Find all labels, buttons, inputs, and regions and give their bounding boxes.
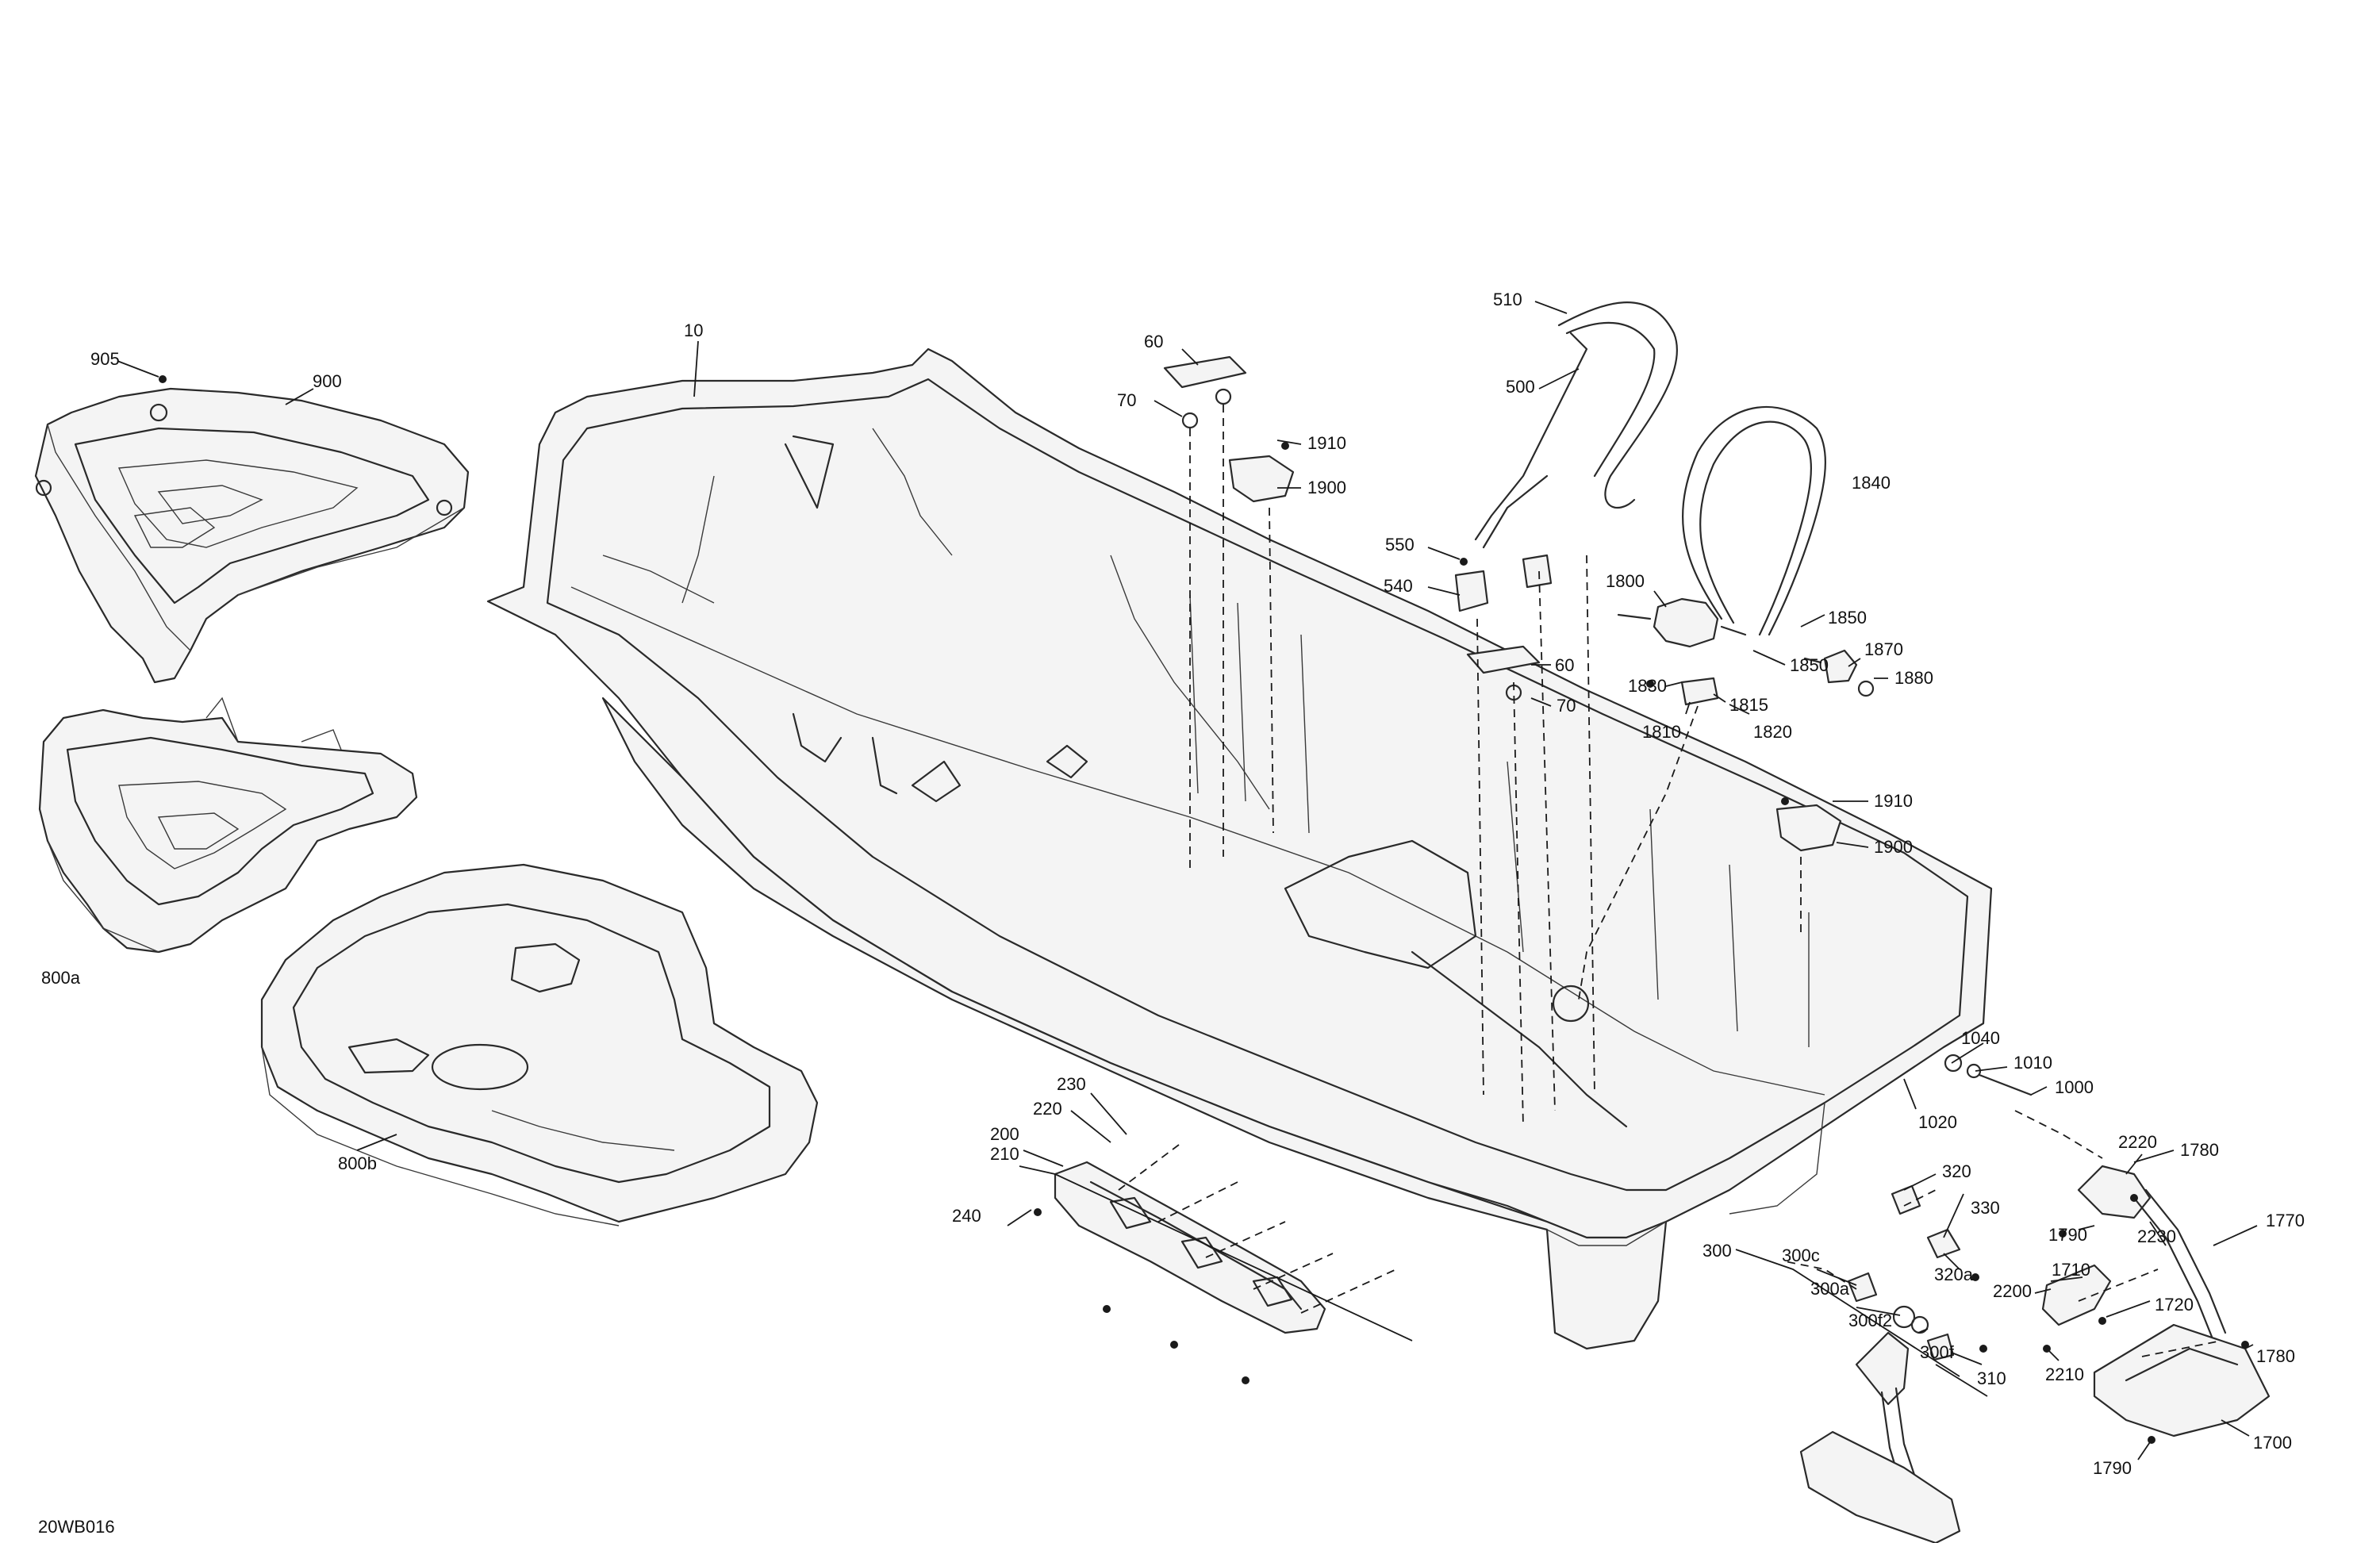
part-1700-foot-plate-right — [2093, 1323, 2271, 1437]
callout-2210: 2210 — [2045, 1365, 2084, 1384]
callout-310: 310 — [1977, 1368, 2006, 1388]
callout-1850-b: 1850 — [1790, 655, 1829, 675]
part-60-plate-top — [1163, 355, 1247, 429]
callout-230: 230 — [1057, 1074, 1086, 1094]
callout-500: 500 — [1506, 377, 1535, 397]
callout-1900-top: 1900 — [1307, 478, 1346, 497]
callout-300f2: 300f2 — [1848, 1311, 1892, 1330]
part-200-step-plate — [1054, 1161, 1326, 1334]
callout-240: 240 — [952, 1206, 981, 1226]
part-300-fittings — [1847, 1184, 1961, 1361]
callout-1790-low: 1790 — [2093, 1458, 2132, 1478]
callout-1040: 1040 — [1961, 1028, 2000, 1048]
diagram-code: 20WB016 — [38, 1517, 115, 1537]
callout-70-top: 70 — [1117, 390, 1136, 410]
callout-1770: 1770 — [2266, 1211, 2305, 1230]
callout-320a: 320a — [1934, 1265, 1974, 1284]
callout-1870: 1870 — [1864, 639, 1903, 659]
callout-1840: 1840 — [1852, 473, 1891, 493]
callout-10: 10 — [684, 320, 703, 340]
callout-1910-top: 1910 — [1307, 433, 1346, 453]
callout-2220: 2220 — [2118, 1132, 2157, 1152]
callout-540: 540 — [1384, 576, 1413, 596]
assembly-lines — [1118, 405, 2222, 1357]
callout-800b: 800b — [338, 1153, 377, 1173]
callout-labels: 10 60 70 510 500 1910 1900 1840 550 540 … — [41, 290, 2305, 1478]
part-1810-bracket — [1680, 677, 1719, 706]
part-1900-bracket-top — [1228, 455, 1295, 503]
callout-1780-low: 1780 — [2256, 1346, 2295, 1366]
callout-2230: 2230 — [2137, 1226, 2176, 1246]
callout-1850-a: 1850 — [1828, 608, 1867, 628]
part-900-cover — [34, 387, 470, 684]
callout-1815: 1815 — [1729, 695, 1768, 715]
part-800a-tray — [38, 697, 418, 954]
part-800b-bucket — [260, 863, 819, 1226]
part-step-assembly-bottom — [1799, 1331, 1961, 1543]
part-500-hoses — [1474, 301, 1679, 549]
callout-550: 550 — [1385, 535, 1415, 555]
callout-1010: 1010 — [2013, 1053, 2052, 1073]
part-540-clip — [1454, 554, 1553, 612]
callout-320: 320 — [1942, 1161, 1971, 1181]
part-2220-mount — [2077, 1165, 2227, 1342]
callout-300c: 300c — [1782, 1246, 1820, 1265]
callout-1000: 1000 — [2055, 1077, 2094, 1097]
part-1900-bracket-low — [1775, 804, 1842, 852]
part-1800-pump — [1617, 597, 1747, 648]
callout-1910-low: 1910 — [1874, 791, 1913, 811]
callout-900: 900 — [313, 371, 342, 391]
callout-1790-top: 1790 — [2048, 1225, 2087, 1245]
callout-300a: 300a — [1810, 1279, 1850, 1299]
part-1870-fitting — [1803, 649, 1875, 697]
callout-1800: 1800 — [1606, 571, 1645, 591]
callout-1880: 1880 — [1894, 668, 1933, 688]
callout-60-top: 60 — [1144, 332, 1163, 351]
part-1840-hose-loop — [1682, 406, 1827, 636]
leader-lines — [117, 301, 2258, 1460]
callout-300: 300 — [1702, 1241, 1732, 1261]
callout-1020: 1020 — [1918, 1112, 1957, 1132]
callout-210: 210 — [990, 1144, 1019, 1164]
callout-300f: 300f — [1920, 1342, 1955, 1362]
callout-2200: 2200 — [1993, 1281, 2032, 1301]
callout-70-mid: 70 — [1557, 696, 1576, 716]
part-10-hull-body — [486, 347, 1993, 1350]
callout-905: 905 — [90, 349, 120, 369]
callout-1820: 1820 — [1753, 722, 1792, 742]
callout-200: 200 — [990, 1124, 1019, 1144]
callout-330: 330 — [1971, 1198, 2000, 1218]
callout-1710: 1710 — [2052, 1260, 2090, 1280]
callout-1700: 1700 — [2253, 1433, 2292, 1453]
callout-800a: 800a — [41, 968, 81, 988]
callout-220: 220 — [1033, 1099, 1062, 1119]
callout-1780-top: 1780 — [2180, 1140, 2219, 1160]
callout-1810: 1810 — [1642, 722, 1681, 742]
callout-1720: 1720 — [2155, 1295, 2194, 1315]
callout-60-mid: 60 — [1555, 655, 1574, 675]
callout-1900-low: 1900 — [1874, 837, 1913, 857]
callout-510: 510 — [1493, 290, 1522, 309]
callout-1830: 1830 — [1628, 676, 1667, 696]
